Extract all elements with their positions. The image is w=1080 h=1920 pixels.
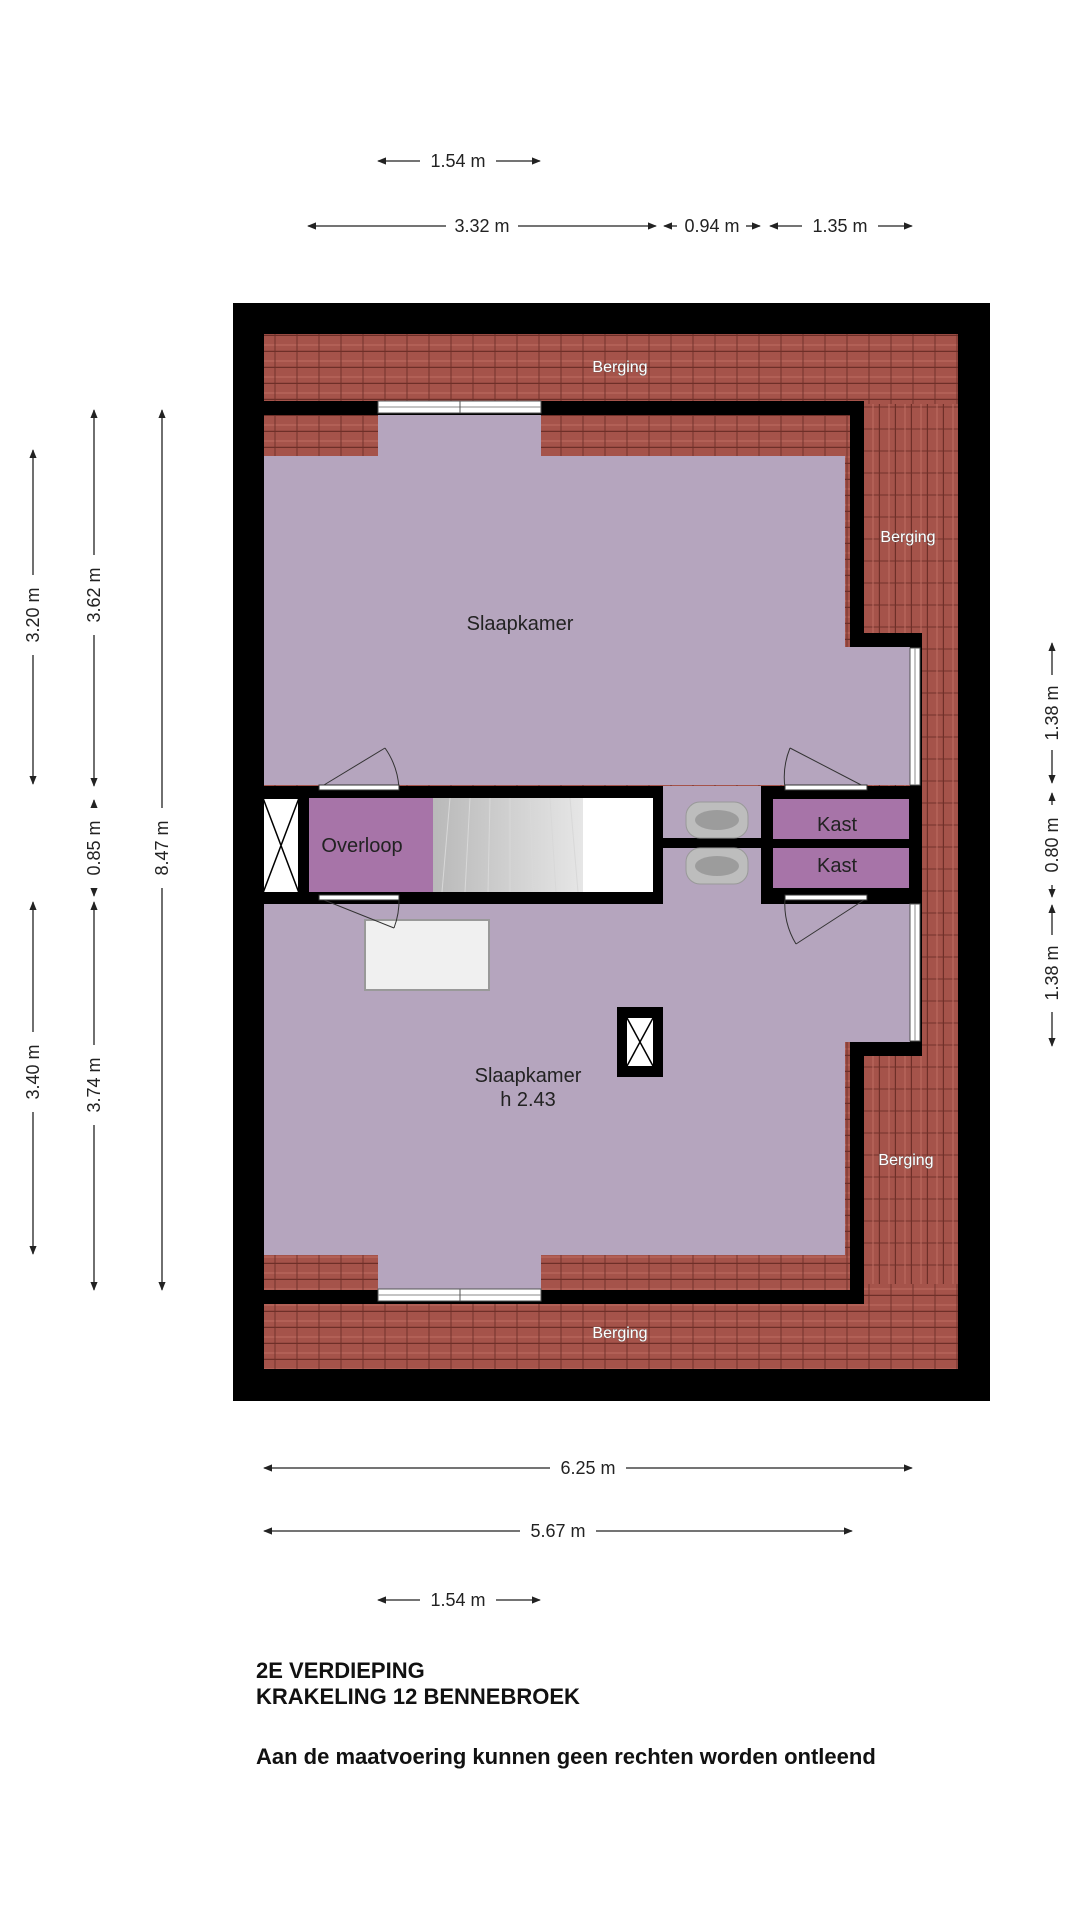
- washbasin-icon: [685, 801, 749, 885]
- closet-1: [773, 799, 909, 839]
- stairs: [433, 798, 583, 892]
- label-bedroom-bottom-height: h 2.43: [500, 1089, 556, 1111]
- stair-treads: [441, 797, 579, 893]
- dim-bottom-inner: 5.67 m: [530, 1521, 585, 1541]
- label-bedroom-top: Slaapkamer: [467, 613, 574, 635]
- inner-wall-top: [264, 401, 864, 415]
- room-landing: [309, 798, 433, 892]
- skylight: [364, 919, 490, 991]
- label-storage-right-top: Berging: [880, 529, 935, 546]
- inner-wall-bottom: [264, 1290, 864, 1304]
- dim-bottom-small: 1.54 m: [430, 1590, 485, 1610]
- dim-left-a-bottom: 3.40 m: [23, 1044, 43, 1099]
- window-right-bottom: [909, 903, 921, 1042]
- window-right-top: [909, 647, 921, 786]
- dim-left-b-bottom: 3.74 m: [84, 1057, 104, 1112]
- label-closet-2: Kast: [817, 855, 857, 877]
- inner-wall-right-notch-bottom: [850, 1042, 922, 1056]
- inner-wall-right-top: [850, 401, 864, 645]
- dim-top-small: 1.54 m: [430, 151, 485, 171]
- label-landing: Overloop: [321, 835, 402, 857]
- dim-right-top: 1.38 m: [1042, 685, 1062, 740]
- disclaimer: Aan de maatvoering kunnen geen rechten w…: [256, 1744, 876, 1769]
- room-bedroom-bottom: [264, 903, 910, 1290]
- label-storage-right-bottom: Berging: [878, 1152, 933, 1169]
- dim-top-main: 3.32 m: [454, 216, 509, 236]
- door-swing-icon: [318, 747, 868, 945]
- dim-left-total: 8.47 m: [152, 820, 172, 875]
- chimney-shaft-cross: [626, 1017, 654, 1067]
- dim-right-mid: 0.80 m: [1042, 817, 1062, 872]
- inner-wall-right-notch-top: [850, 633, 922, 647]
- closet-2: [773, 848, 909, 888]
- dim-left-b-mid: 0.85 m: [84, 820, 104, 875]
- label-storage-bottom: Berging: [592, 1325, 647, 1342]
- window-bottom: [377, 1288, 542, 1302]
- dim-bottom-total: 6.25 m: [560, 1458, 615, 1478]
- label-closet-1: Kast: [817, 814, 857, 836]
- dim-top-mid: 0.94 m: [684, 216, 739, 236]
- room-bedroom-top: [264, 415, 910, 785]
- floor-title: 2E VERDIEPING: [256, 1658, 425, 1683]
- dim-right-bottom: 1.38 m: [1042, 945, 1062, 1000]
- dimension-lines: [29, 157, 1056, 1604]
- label-bedroom-bottom: Slaapkamer: [475, 1065, 582, 1087]
- dim-left-a-top: 3.20 m: [23, 587, 43, 642]
- dim-top-right: 1.35 m: [812, 216, 867, 236]
- window-top: [377, 400, 542, 414]
- stair-landing-white: [583, 798, 653, 892]
- bathroom-divider: [663, 838, 761, 848]
- shaft-left-cross: [262, 797, 300, 894]
- label-storage-top: Berging: [592, 359, 647, 376]
- address: KRAKELING 12 BENNEBROEK: [256, 1684, 580, 1709]
- dim-left-b-top: 3.62 m: [84, 567, 104, 622]
- inner-wall-right-bottom: [850, 1042, 864, 1302]
